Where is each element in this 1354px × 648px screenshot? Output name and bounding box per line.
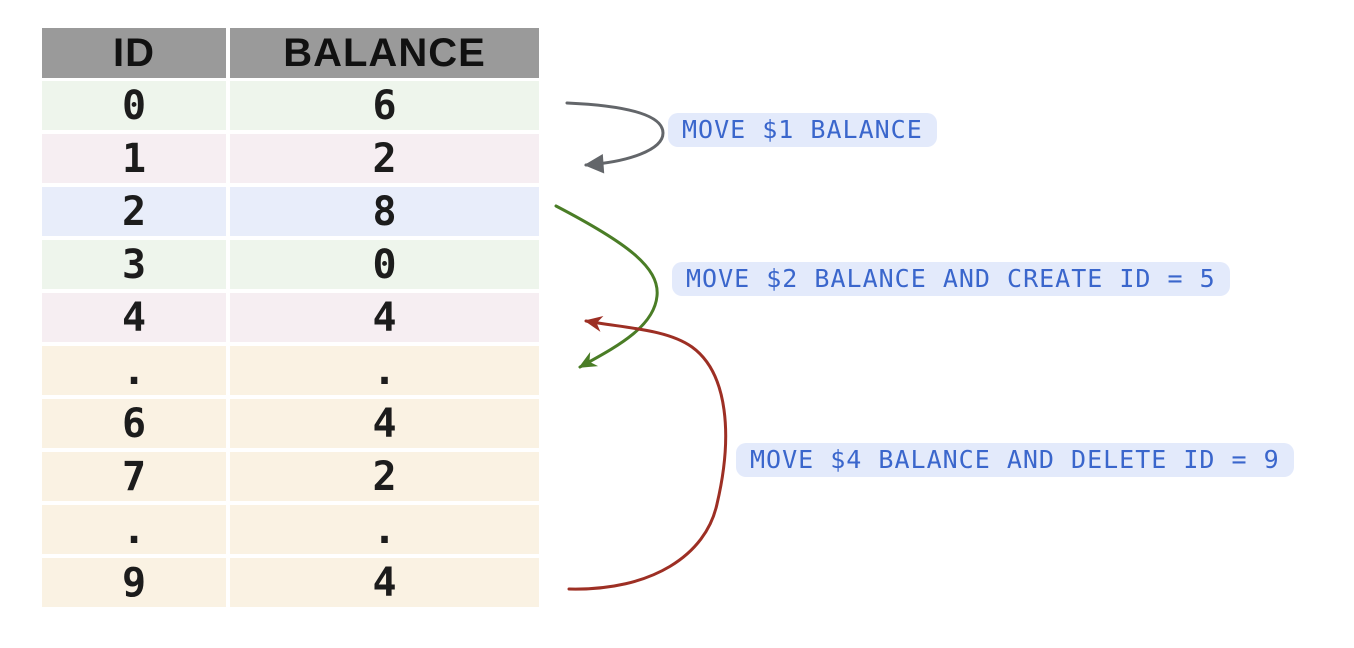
cell-balance: 0 [230, 240, 539, 289]
annotation-move-4-balance-delete: MOVE $4 BALANCE AND DELETE ID = 9 [736, 443, 1294, 477]
cell-id: 1 [42, 134, 226, 183]
annotation-move-2-balance-create: MOVE $2 BALANCE AND CREATE ID = 5 [672, 262, 1230, 296]
table-row-id-0: 0 6 [42, 81, 539, 130]
cell-id: 4 [42, 293, 226, 342]
move-1-arrow [565, 101, 665, 174]
table-row-id-1: 1 2 [42, 134, 539, 183]
cell-balance: . [230, 346, 539, 395]
cell-balance: . [230, 505, 539, 554]
table-row-id-2: 2 8 [42, 187, 539, 236]
cell-id: 3 [42, 240, 226, 289]
cell-balance: 8 [230, 187, 539, 236]
balance-table: ID BALANCE 0 6 1 2 2 8 3 0 4 4 . . 6 4 [42, 28, 539, 611]
table-row-id-4: 4 4 [42, 293, 539, 342]
cell-id: 7 [42, 452, 226, 501]
cell-balance: 2 [230, 452, 539, 501]
cell-balance: 4 [230, 558, 539, 607]
table-row-ellipsis-1: . . [42, 346, 539, 395]
table-header-row: ID BALANCE [42, 28, 539, 78]
column-header-balance: BALANCE [230, 28, 539, 78]
table-row-id-3: 3 0 [42, 240, 539, 289]
cell-id: 9 [42, 558, 226, 607]
move-2-arrow [554, 204, 659, 369]
cell-balance: 4 [230, 399, 539, 448]
cell-id: 2 [42, 187, 226, 236]
cell-id: . [42, 346, 226, 395]
annotation-move-1-balance: MOVE $1 BALANCE [668, 113, 937, 147]
table-row-id-9: 9 4 [42, 558, 539, 607]
table-row-ellipsis-2: . . [42, 505, 539, 554]
table-row-id-7: 7 2 [42, 452, 539, 501]
cell-balance: 6 [230, 81, 539, 130]
table-row-id-6: 6 4 [42, 399, 539, 448]
cell-balance: 2 [230, 134, 539, 183]
column-header-id: ID [42, 28, 226, 78]
cell-id: 6 [42, 399, 226, 448]
move-3-arrow [567, 315, 728, 591]
cell-id: . [42, 505, 226, 554]
cell-id: 0 [42, 81, 226, 130]
cell-balance: 4 [230, 293, 539, 342]
